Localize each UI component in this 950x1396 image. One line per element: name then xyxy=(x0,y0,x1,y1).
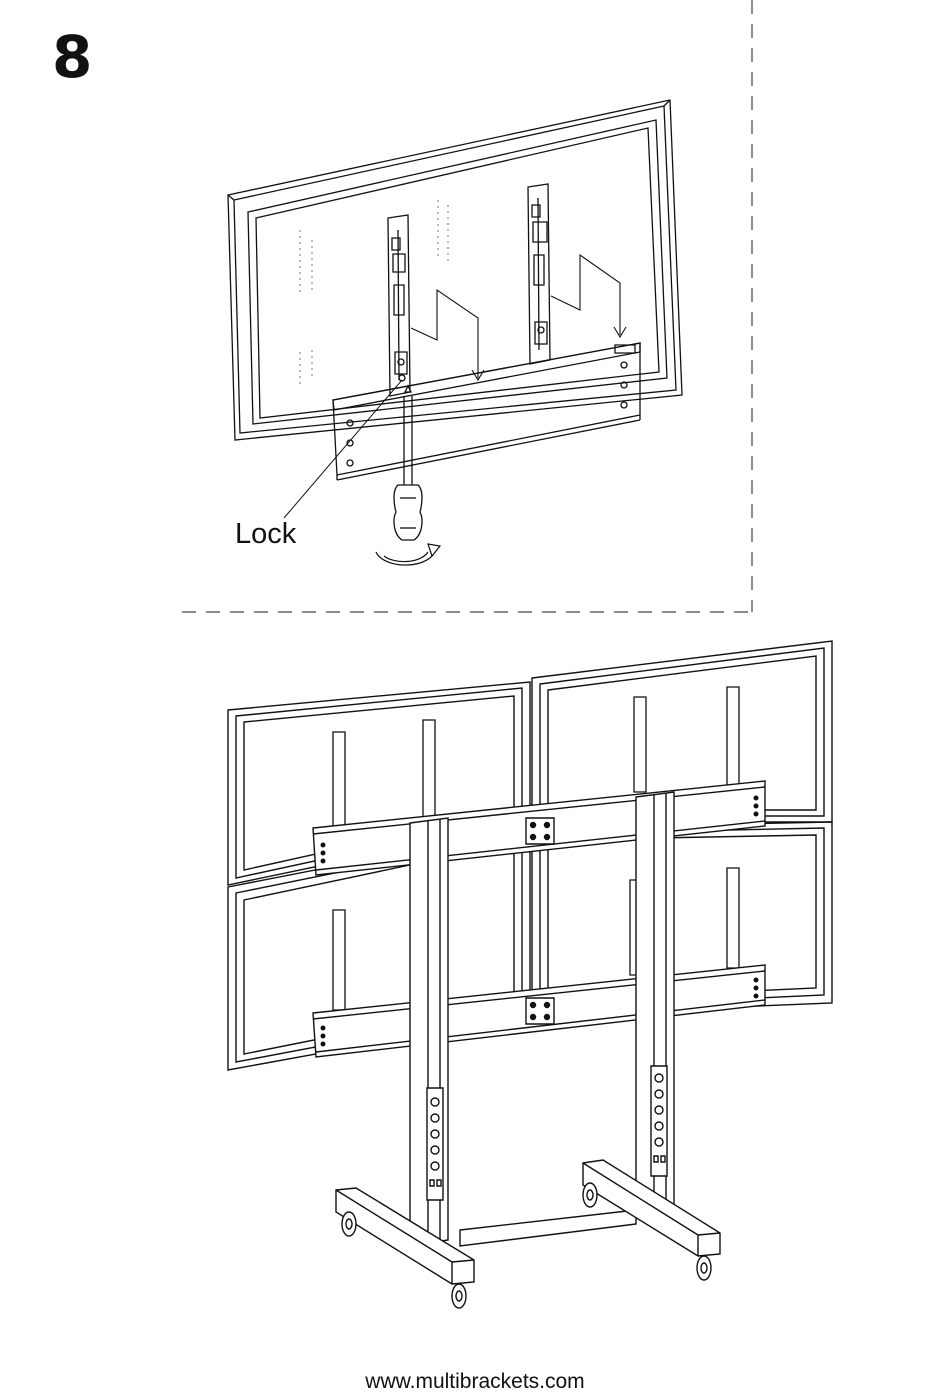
upper-crossbeam xyxy=(313,781,765,875)
lock-leader-line xyxy=(284,380,402,518)
left-vesa-rail xyxy=(388,215,410,396)
right-vesa-rail xyxy=(528,184,550,364)
rotation-arrow-icon xyxy=(376,544,440,565)
footer-url[interactable]: www.multibrackets.com xyxy=(0,1371,950,1392)
lower-crossbeam xyxy=(313,965,765,1057)
screen-marks xyxy=(300,200,448,385)
right-column xyxy=(636,792,674,1218)
horizontal-beam xyxy=(333,343,640,480)
main-view xyxy=(228,641,832,1308)
lock-label: Lock xyxy=(235,520,296,549)
display-panel xyxy=(228,100,682,440)
left-column xyxy=(410,818,448,1246)
